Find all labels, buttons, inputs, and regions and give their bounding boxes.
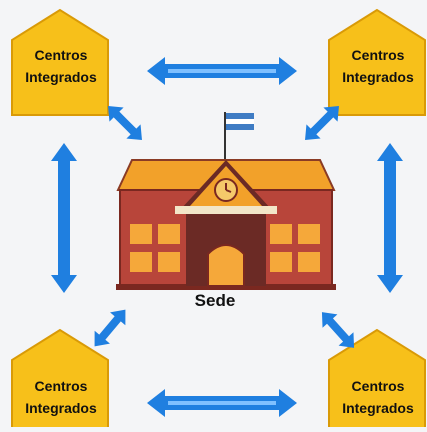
node-label-line1: Centros [351,47,405,63]
arrow-diag-bottom-left [86,303,134,353]
node-label-top-right: Centros Integrados [336,44,420,88]
arrow-bottom [147,389,297,417]
node-label-bottom-left: Centros Integrados [20,375,102,419]
node-label-line2: Integrados [25,400,97,416]
center-label: Sede [194,291,236,310]
node-label-line1: Centros [34,378,88,394]
node-label-line1: Centros [34,47,88,63]
node-label-line2: Integrados [342,400,414,416]
node-label-top-left: Centros Integrados [20,44,102,88]
arrow-top [147,57,297,85]
node-label-line2: Integrados [25,69,97,85]
arrow-diag-top-right [297,98,347,148]
arrow-left [51,143,77,293]
node-label-bottom-right: Centros Integrados [336,375,420,419]
node-label-line1: Centros [351,378,405,394]
arrow-diag-top-left [100,98,150,148]
arrow-right [377,143,403,293]
node-label-line2: Integrados [342,69,414,85]
sede-building-icon [116,112,336,290]
